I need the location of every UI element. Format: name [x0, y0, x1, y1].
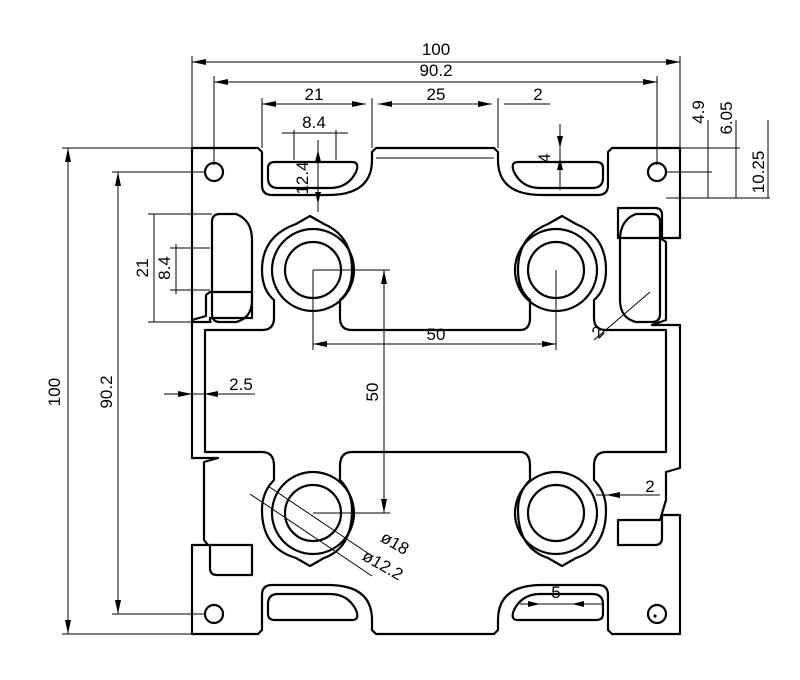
dimension-lines — [62, 56, 770, 635]
dim-groove: 5 — [551, 583, 560, 602]
corner-hole-bottom-left — [203, 603, 225, 625]
dimension-labels: 100 90.2 21 25 2 8.4 12.4 4 4.9 6.05 10.… — [45, 40, 768, 602]
dim-wall-left: 2.5 — [229, 375, 253, 394]
dim-bore-spacing-v: 50 — [363, 383, 382, 402]
dim-offset-c: 10.25 — [749, 151, 768, 194]
bore-bottom-right-outer — [513, 470, 599, 556]
dim-slot-width-left: 21 — [133, 259, 152, 278]
corner-hole-top-left — [203, 161, 225, 183]
dim-offset-a: 4.9 — [689, 100, 708, 124]
dim-slot-opening-left: 8.4 — [155, 256, 174, 280]
corner-hole-bottom-right — [646, 603, 668, 625]
dim-offset-b: 6.05 — [717, 101, 736, 134]
dim-slot-spacing: 25 — [427, 85, 446, 104]
dim-slot-width-top: 21 — [305, 85, 324, 104]
dim-overall-width: 100 — [422, 40, 450, 59]
outer-contour — [190, 146, 682, 636]
corner-hole-center-dot — [653, 614, 657, 618]
dim-wall-top: 2 — [533, 85, 542, 104]
dim-overall-height: 100 — [45, 378, 64, 406]
bottom-right-slot-chamber — [511, 592, 605, 622]
dim-lip-thickness: 4 — [535, 153, 554, 162]
dim-slot-opening-top: 8.4 — [302, 113, 326, 132]
bore-bottom-right-inner — [526, 483, 586, 543]
bottom-left-slot-chamber — [266, 592, 359, 622]
left-slot-chamber — [210, 212, 254, 324]
dim-bore-spacing-h: 50 — [427, 325, 446, 344]
dim-web: 2 — [588, 322, 608, 342]
right-slot-chamber — [618, 212, 662, 324]
dim-slot-pitch-width: 90.2 — [419, 61, 452, 80]
corner-hole-top-right — [646, 161, 668, 183]
profile-outline — [190, 146, 682, 636]
top-right-slot-chamber — [511, 160, 605, 190]
dim-slot-depth: 12.4 — [293, 161, 312, 194]
dim-slot-pitch-height: 90.2 — [97, 375, 116, 408]
dim-wall-right: 2 — [645, 477, 654, 496]
top-left-slot-chamber — [266, 160, 359, 190]
